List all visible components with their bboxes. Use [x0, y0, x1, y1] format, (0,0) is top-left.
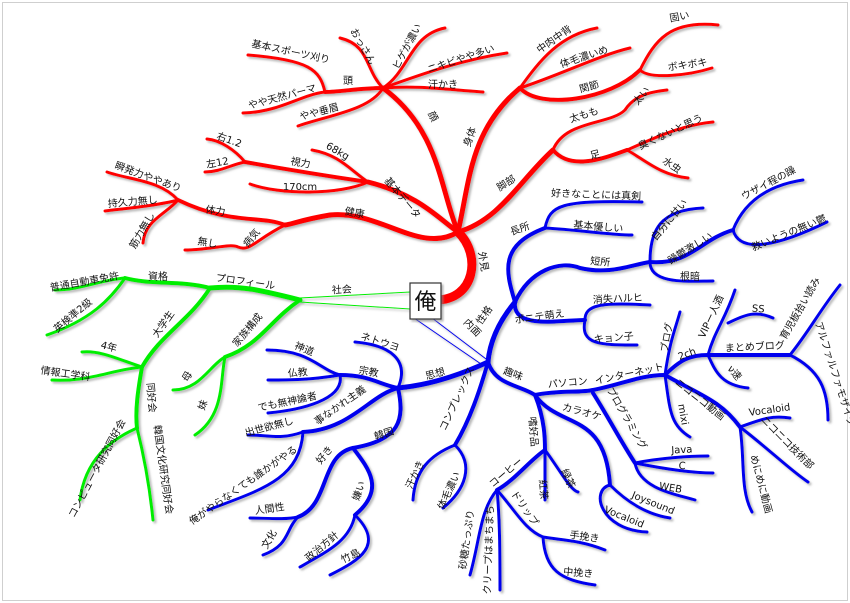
node-label[interactable]: 病気 [240, 226, 263, 250]
node-label[interactable]: 根暗 [680, 270, 700, 283]
node-label[interactable]: 自分に甘い [648, 196, 690, 243]
node-label[interactable]: 竹島 [339, 546, 363, 566]
node-label[interactable]: 消失ハルヒ [593, 291, 644, 307]
node-label[interactable]: 資格 [148, 270, 168, 283]
center-node[interactable]: 俺 [409, 282, 442, 320]
node-label[interactable]: 緑茶 [558, 467, 578, 491]
node-label[interactable]: 頭 [343, 75, 353, 87]
node-label[interactable]: 妹 [196, 398, 211, 412]
node-label[interactable]: 太い [630, 84, 653, 108]
branch-inner [206, 178, 842, 592]
node-label[interactable]: 仏教 [287, 365, 308, 380]
node-label[interactable]: 4年 [99, 338, 118, 355]
node-label[interactable]: 躁鬱激しい [665, 229, 714, 267]
node-label[interactable]: 固い [669, 9, 691, 24]
node-label[interactable]: 170cm [283, 182, 317, 193]
node-label[interactable]: 俺がやらなくても誰かがやる [186, 443, 299, 528]
node-label[interactable]: VIPー人酒 [696, 293, 726, 340]
node-label[interactable]: 韓国文化研究同好会 [151, 424, 176, 515]
node-label[interactable]: 人間性 [254, 500, 286, 517]
node-label[interactable]: 中挽き [563, 565, 594, 581]
node-label[interactable]: 汗かき [428, 78, 458, 91]
node-label[interactable]: 嗜好品 [526, 416, 541, 447]
node-label[interactable]: ブログ [658, 321, 676, 353]
node-label[interactable]: 好きなことには真剣 [551, 186, 641, 202]
node-label[interactable]: めにめに動画 [747, 453, 775, 514]
node-label[interactable]: mixi [675, 403, 690, 426]
node-label[interactable]: 救いようの無い鬱 [749, 212, 828, 254]
node-label[interactable]: 手挽き [569, 528, 601, 545]
node-label[interactable]: 神道 [293, 339, 316, 359]
node-label[interactable]: 2ch [677, 346, 698, 363]
node-label[interactable]: 短所 [590, 254, 611, 269]
node-label[interactable]: 筋力無し [126, 210, 157, 251]
node-label[interactable]: インターネット [594, 361, 665, 387]
node-label[interactable]: キョン子 [593, 330, 634, 345]
node-label[interactable]: 汗かき [403, 458, 427, 491]
node-label[interactable]: SS [751, 303, 765, 315]
node-label[interactable]: コンピュータ研究同好会 [65, 417, 128, 520]
node-label[interactable]: ヒゲが濃い [389, 21, 424, 71]
node-label[interactable]: 韓国 [373, 425, 396, 443]
node-label[interactable]: おっさん [347, 26, 377, 67]
node-label[interactable]: やや天然パーマ [247, 81, 318, 112]
node-label[interactable]: 普通自動車免許 [49, 269, 120, 294]
node-label[interactable]: 足 [589, 148, 602, 162]
node-label[interactable]: 臭くないと思う [636, 111, 705, 152]
node-label[interactable]: ボキボキ [667, 56, 708, 73]
node-label[interactable]: アルファルファモザイク [812, 320, 850, 428]
node-label[interactable]: 外見 [475, 251, 490, 273]
node-label[interactable]: 健康 [344, 204, 366, 220]
node-label[interactable]: Java [670, 444, 693, 456]
node-label[interactable]: 基本データ [382, 174, 424, 221]
node-label[interactable]: 大学生 [149, 308, 177, 340]
node-label[interactable]: C [678, 461, 686, 472]
node-label[interactable]: 性格 [473, 303, 495, 327]
node-label[interactable]: クリープはまちまち [481, 505, 496, 595]
branch-appearance [103, 22, 720, 305]
node-label[interactable]: ニキビやや多い [426, 42, 497, 76]
node-label[interactable]: プログラミング [604, 385, 650, 452]
node-label[interactable]: 体毛濃いめ [558, 43, 610, 71]
node-label[interactable]: 左12 [205, 154, 230, 171]
node-label[interactable]: 母 [180, 369, 195, 384]
node-label[interactable]: WEB [658, 481, 683, 496]
node-label[interactable]: 同好会 [144, 382, 160, 413]
node-label[interactable]: ネトウヨ [359, 330, 401, 354]
center-label: 俺 [414, 290, 436, 315]
node-label[interactable]: ニコニコ技術部 [758, 413, 817, 472]
node-label[interactable]: 視力 [290, 154, 312, 170]
node-label[interactable]: ポニテ萌え [514, 307, 565, 327]
node-label[interactable]: 無し [197, 234, 219, 250]
node-label[interactable]: 顔 [425, 109, 441, 124]
node-label[interactable]: 基本優しい [573, 218, 624, 235]
node-label[interactable]: 体力 [205, 203, 227, 219]
node-label[interactable]: まとめブログ [725, 338, 786, 354]
branch-society [45, 276, 411, 522]
node-label[interactable]: 宗教 [358, 363, 380, 379]
node-label[interactable]: 社会 [331, 282, 352, 296]
node-label[interactable]: ν速 [725, 363, 744, 383]
node-label[interactable]: 嫌い [349, 479, 368, 502]
node-label[interactable]: パソコン [547, 375, 588, 390]
node-label[interactable]: 持久力無し [107, 193, 158, 210]
node-label[interactable]: 紅茶 [536, 479, 551, 500]
